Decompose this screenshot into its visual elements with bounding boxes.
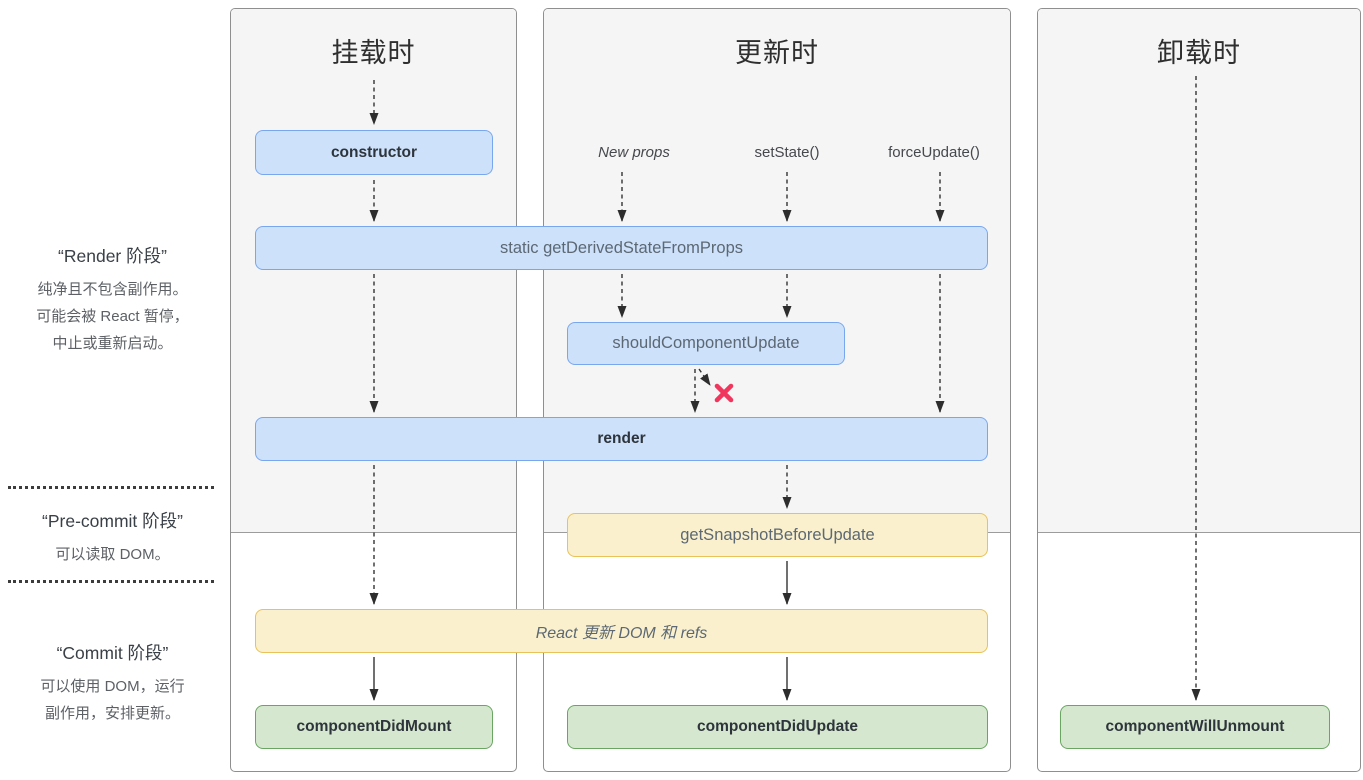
dotted-divider [8, 486, 214, 489]
forceupdate-label: forceUpdate() [888, 144, 980, 161]
component-did-mount-box[interactable]: componentDidMount [255, 705, 493, 749]
commit-phase-section: “Commit 阶段” 可以使用 DOM，运行 副作用，安排更新。 [0, 640, 225, 727]
dotted-divider [8, 580, 214, 583]
render-box[interactable]: render [255, 417, 988, 461]
setstate-label: setState() [754, 144, 820, 161]
mounting-column-title: 挂载时 [331, 38, 416, 68]
unmounting-column-title: 卸载时 [1157, 38, 1241, 68]
render-phase-desc-line: 可能会被 React 暂停， [36, 308, 189, 325]
should-component-update-box[interactable]: shouldComponentUpdate [567, 322, 845, 365]
render-phase-shade [1038, 9, 1360, 533]
pre-commit-phase-desc-line: 可以读取 DOM。 [55, 546, 170, 563]
new-props-label: New props [598, 144, 670, 161]
commit-phase-desc-line: 副作用，安排更新。 [44, 705, 180, 722]
updating-column-title: 更新时 [735, 38, 819, 68]
get-derived-state-from-props-box[interactable]: static getDerivedStateFromProps [255, 226, 988, 270]
component-did-update-box[interactable]: componentDidUpdate [567, 705, 988, 749]
commit-phase-desc-line: 可以使用 DOM，运行 [40, 678, 185, 695]
react-updates-dom-box: React 更新 DOM 和 refs [255, 609, 988, 653]
render-phase-section: “Render 阶段” 纯净且不包含副作用。 可能会被 React 暂停， 中止… [0, 243, 225, 357]
updating-column: 更新时 [543, 8, 1011, 772]
mounting-column: 挂载时 [230, 8, 517, 772]
render-phase-desc-line: 中止或重新启动。 [52, 335, 173, 352]
unmounting-column: 卸载时 [1037, 8, 1361, 772]
commit-phase-title: “Commit 阶段” [56, 643, 169, 663]
render-phase-desc-line: 纯净且不包含副作用。 [37, 281, 188, 298]
constructor-box[interactable]: constructor [255, 130, 493, 175]
pre-commit-phase-section: “Pre-commit 阶段” 可以读取 DOM。 [0, 508, 225, 568]
get-snapshot-before-update-box[interactable]: getSnapshotBeforeUpdate [567, 513, 988, 557]
component-will-unmount-box[interactable]: componentWillUnmount [1060, 705, 1330, 749]
render-phase-title: “Render 阶段” [58, 246, 167, 266]
pre-commit-phase-title: “Pre-commit 阶段” [42, 511, 183, 531]
